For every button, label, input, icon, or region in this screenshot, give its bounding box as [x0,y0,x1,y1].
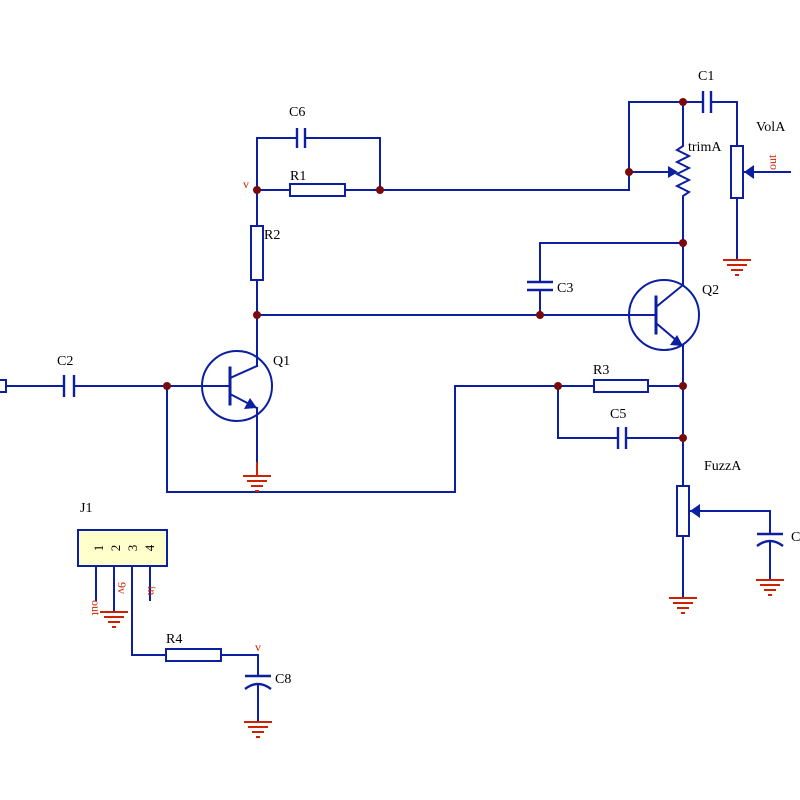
connector-j1 [77,529,168,567]
junction-dot [679,239,687,247]
input-terminal [0,379,7,393]
label-c5: C5 [610,407,626,422]
net-label-9v: 9v [115,582,129,594]
j1-pin-4: 4 [142,544,157,551]
transistor-q1 [201,350,273,422]
j1-pin-1: 1 [91,545,106,552]
label-c8: C8 [275,672,291,687]
junction-dot [625,168,633,176]
potentiometer-fuzza [676,485,700,537]
ground-q1 [243,462,271,492]
label-r1: R1 [290,169,306,184]
label-c1: C1 [698,69,714,84]
ground-c-right [756,579,784,596]
net-label-in: in [145,586,159,595]
net-label-out: out [89,600,103,616]
junction-dot [554,382,562,390]
label-vola: VolA [756,120,786,135]
capacitor-c1 [701,91,713,113]
capacitor-c5 [616,427,628,449]
junction-dot [679,98,687,106]
junction-dot [376,186,384,194]
label-fuzza: FuzzA [704,459,742,474]
label-q1: Q1 [273,354,290,369]
net-label-out: out [765,154,779,170]
resistor-r3 [593,379,649,393]
junction-dot [253,186,261,194]
label-j1: J1 [80,501,92,516]
ground-fuzza [669,597,697,614]
label-r4: R4 [166,632,182,647]
ground-j1 [100,611,128,628]
label-c6: C6 [289,105,305,120]
label-trima: trimA [688,140,722,155]
capacitor-c6 [295,128,307,148]
resistor-r2 [250,225,264,281]
net-label-v: v [243,177,249,191]
junctions [163,98,687,442]
ground-c8 [244,721,272,738]
net-label-v: v [255,640,261,654]
wires [5,101,791,723]
capacitor-c3 [527,280,553,292]
resistor-r4 [165,648,222,662]
resistor-r1 [289,183,346,197]
label-q2: Q2 [702,283,719,298]
j1-pin-2: 2 [108,545,123,552]
capacitor-c-right [756,532,784,547]
junction-dot [679,434,687,442]
junction-dot [679,382,687,390]
potentiometer-vola [730,145,754,199]
label-r2: R2 [264,228,280,243]
label-c3: C3 [557,281,573,296]
junction-dot [536,311,544,319]
label-c-right: C [791,530,800,545]
capacitor-c8 [244,674,272,690]
potentiometer-trima [663,139,692,199]
junction-dot [163,382,171,390]
j1-pin-3: 3 [125,545,140,552]
label-c2: C2 [57,354,73,369]
ground-vola [723,259,751,276]
capacitor-c2 [62,375,76,397]
junction-dot [253,311,261,319]
transistor-q2 [628,279,700,351]
label-r3: R3 [593,363,609,378]
